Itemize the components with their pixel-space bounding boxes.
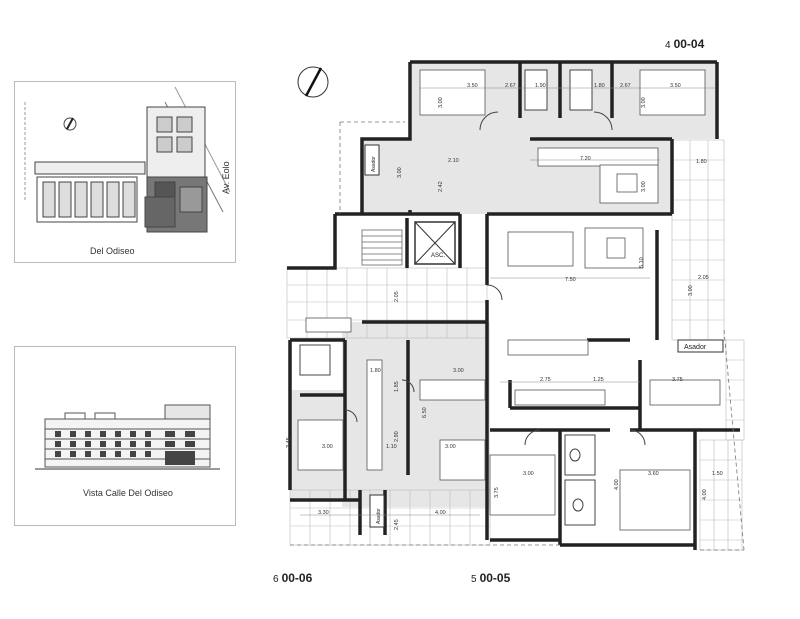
door-swings: [344, 111, 646, 446]
dimension-label: 2.42: [438, 181, 444, 192]
street-label-side: Av. Eolo: [221, 161, 231, 194]
elevation-drawing: Vista Calle Del Odiseo: [35, 404, 220, 498]
dimension-label: 3.00: [641, 181, 647, 192]
lot-boundary: [290, 121, 745, 551]
dimension-label: 1.80: [370, 368, 381, 374]
dimension-label: 3.00: [397, 167, 403, 178]
unit-number: 4: [665, 40, 671, 51]
grills: Asador Asador Asador: [364, 144, 724, 528]
walls: [287, 60, 740, 550]
dimension-label: 3.50: [467, 83, 478, 89]
dimension-label: 2.67: [620, 83, 631, 89]
dimension-label: 1.10: [386, 444, 397, 450]
dimension-label: 5.10: [639, 257, 645, 268]
dimension-label: 1.85: [394, 381, 400, 392]
terraces: [286, 139, 745, 551]
dimension-label: 7.20: [580, 156, 591, 162]
furniture: [297, 69, 721, 531]
dimension-label: 1.50: [712, 471, 723, 477]
unit-number: 6: [273, 574, 279, 585]
dimension-labels: 3.50 2.67 1.90 1.80 2.67 3.50 3.00 3.00 …: [286, 83, 723, 530]
elevator-label: ASC.: [431, 253, 445, 259]
dimension-label: 3.50: [670, 83, 681, 89]
site-plan-drawing: Av. Eolo Del Odiseo: [24, 86, 231, 256]
unit-code: 00-06: [281, 571, 313, 585]
dimension-label: 6.50: [422, 407, 428, 418]
dimension-label: 4.00: [435, 510, 446, 516]
dimension-label: 3.00: [523, 471, 534, 477]
grill-bottom-label: Asador: [376, 508, 382, 524]
dimension-label: 2.75: [540, 377, 551, 383]
elevation-caption: Vista Calle Del Odiseo: [83, 488, 173, 498]
elevation-panel: Vista Calle Del Odiseo: [14, 346, 236, 526]
dimension-label: 3.45: [286, 437, 292, 448]
street-label-bottom: Del Odiseo: [90, 246, 135, 256]
dimension-label: 3.00: [688, 285, 694, 296]
dimension-label: 3.00: [438, 97, 444, 108]
grill-top-label: Asador: [371, 156, 377, 172]
dimension-label: 3.75: [494, 487, 500, 498]
dimension-label: 3.00: [322, 444, 333, 450]
elevator: ASC.: [414, 221, 456, 265]
dimension-label: 1.90: [535, 83, 546, 89]
dimension-label: 1.25: [593, 377, 604, 383]
plan-shading: [290, 62, 717, 507]
dimension-label: 2.90: [394, 431, 400, 442]
dimension-label: 7.50: [565, 277, 576, 283]
dimension-label: 1.80: [594, 83, 605, 89]
dimension-label: 1.80: [696, 159, 707, 165]
site-plan-panel: Av. Eolo Del Odiseo: [14, 81, 236, 263]
site-buildings: [34, 106, 208, 233]
dimension-label: 3.30: [318, 510, 329, 516]
unit-code: 00-05: [479, 571, 511, 585]
dimension-label: 4.00: [614, 479, 620, 490]
dimension-label: 3.75: [672, 377, 683, 383]
dimension-label: 2.45: [394, 519, 400, 530]
dimension-label: 3.00: [641, 97, 647, 108]
dimension-label: 3.60: [648, 471, 659, 477]
dimension-label: 3.00: [453, 368, 464, 374]
grill-right-label: Asador: [684, 344, 707, 351]
unit-number: 5: [471, 574, 477, 585]
dimension-label: 2.05: [394, 291, 400, 302]
dimension-label: 3.00: [445, 444, 456, 450]
bathroom-fixtures: [299, 69, 596, 526]
north-arrow-icon: [63, 117, 77, 131]
stairs: [361, 229, 403, 266]
dimension-label: 2.10: [448, 158, 459, 164]
dimension-label: 2.67: [505, 83, 516, 89]
dimension-lines: [300, 87, 715, 516]
north-arrow-icon: [297, 66, 329, 98]
dimension-label: 2.05: [698, 275, 709, 281]
dimension-label: 4.00: [702, 489, 708, 500]
unit-code: 00-04: [673, 37, 705, 51]
